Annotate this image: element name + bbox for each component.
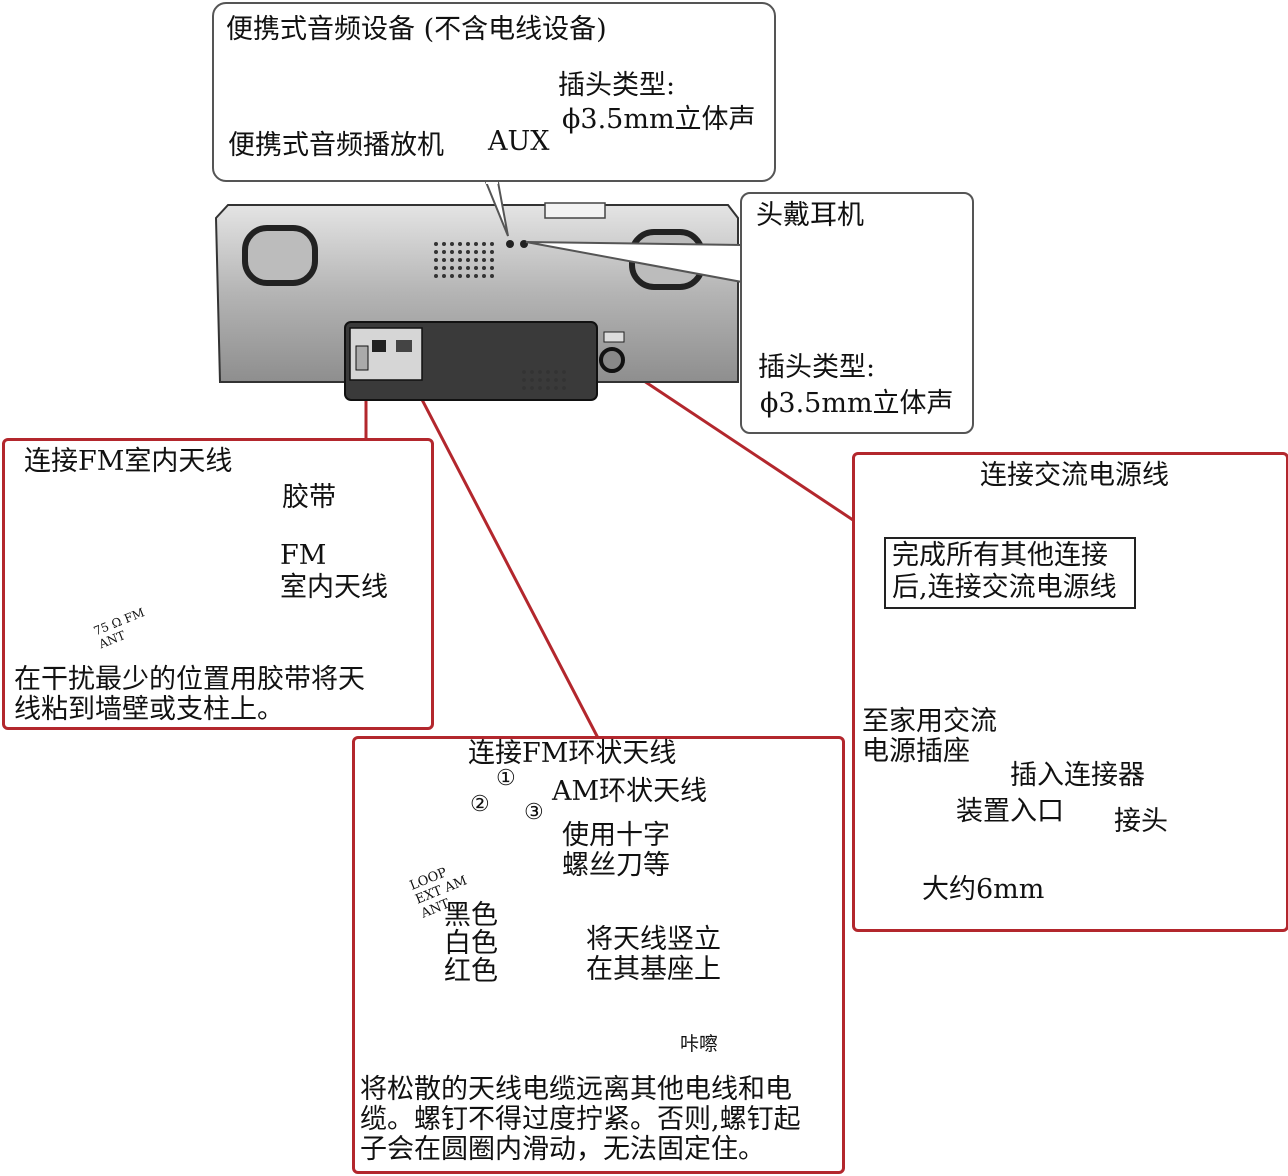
portable-plug-spec-label: ϕ3.5mm立体声 bbox=[562, 104, 756, 135]
approx-6mm-label: 大约6mm bbox=[922, 874, 1045, 905]
outlet-label-line1: 至家用交流 bbox=[862, 706, 997, 737]
fm-loop-note-line3: 子会在圆圈内滑动，无法固定住。 bbox=[360, 1134, 765, 1165]
ac-power-box bbox=[852, 452, 1288, 932]
indoor-antenna-label: 室内天线 bbox=[280, 572, 388, 603]
insert-connector-label: 插入连接器 bbox=[1010, 760, 1145, 791]
red-wire-label: 红色 bbox=[444, 956, 498, 987]
headphones-plug-type-label: 插头类型: bbox=[758, 352, 876, 383]
white-wire-label: 白色 bbox=[444, 928, 498, 959]
headphones-plug-spec-label: ϕ3.5mm立体声 bbox=[760, 388, 954, 419]
portable-player-label: 便携式音频播放机 bbox=[228, 130, 444, 161]
fm-indoor-antenna-box bbox=[2, 438, 434, 730]
screwdriver-label-line2: 螺丝刀等 bbox=[562, 850, 670, 881]
ac-power-note-frame bbox=[884, 537, 1136, 609]
inlet-label: 装置入口 bbox=[956, 796, 1064, 827]
step-1-label: ① bbox=[496, 766, 516, 791]
fm-indoor-note-line2: 线粘到墙壁或支柱上。 bbox=[14, 694, 284, 725]
portable-plug-type-label: 插头类型: bbox=[558, 70, 676, 101]
plug-label: 接头 bbox=[1114, 806, 1168, 837]
fm-indoor-note-line1: 在干扰最少的位置用胶带将天 bbox=[14, 664, 365, 695]
fm-loop-antenna-box bbox=[352, 736, 845, 1174]
step-3-label: ③ bbox=[524, 800, 544, 825]
headphones-box bbox=[740, 192, 974, 434]
black-wire-label: 黑色 bbox=[444, 900, 498, 931]
step-2-label: ② bbox=[470, 792, 490, 817]
stand-label-line2: 在其基座上 bbox=[586, 954, 721, 985]
ac-power-title: 连接交流电源线 bbox=[980, 460, 1169, 491]
headphones-title: 头戴耳机 bbox=[756, 200, 864, 231]
fm-label: FM bbox=[280, 540, 327, 571]
portable-audio-box bbox=[212, 2, 776, 182]
fm-loop-note-line1: 将松散的天线电缆远离其他电线和电 bbox=[360, 1074, 792, 1105]
ac-power-note-line2: 后,连接交流电源线 bbox=[892, 572, 1117, 603]
screwdriver-label-line1: 使用十字 bbox=[562, 820, 670, 851]
fm-indoor-title: 连接FM室内天线 bbox=[24, 446, 233, 477]
portable-audio-title: 便携式音频设备 (不含电线设备) bbox=[226, 14, 607, 45]
fm-loop-note-line2: 缆。螺钉不得过度拧紧。否则,螺钉起 bbox=[360, 1104, 801, 1135]
outlet-label-line2: 电源插座 bbox=[862, 736, 970, 767]
speaker-port-left bbox=[242, 225, 318, 286]
ac-power-note-line1: 完成所有其他连接 bbox=[892, 540, 1108, 571]
aux-label: AUX bbox=[488, 126, 550, 157]
stand-label-line1: 将天线竖立 bbox=[586, 924, 721, 955]
tape-label: 胶带 bbox=[282, 482, 336, 513]
click-label: 咔嚓 bbox=[680, 1033, 719, 1055]
am-loop-label: AM环状天线 bbox=[552, 776, 708, 807]
fm-loop-title: 连接FM环状天线 bbox=[468, 738, 677, 769]
